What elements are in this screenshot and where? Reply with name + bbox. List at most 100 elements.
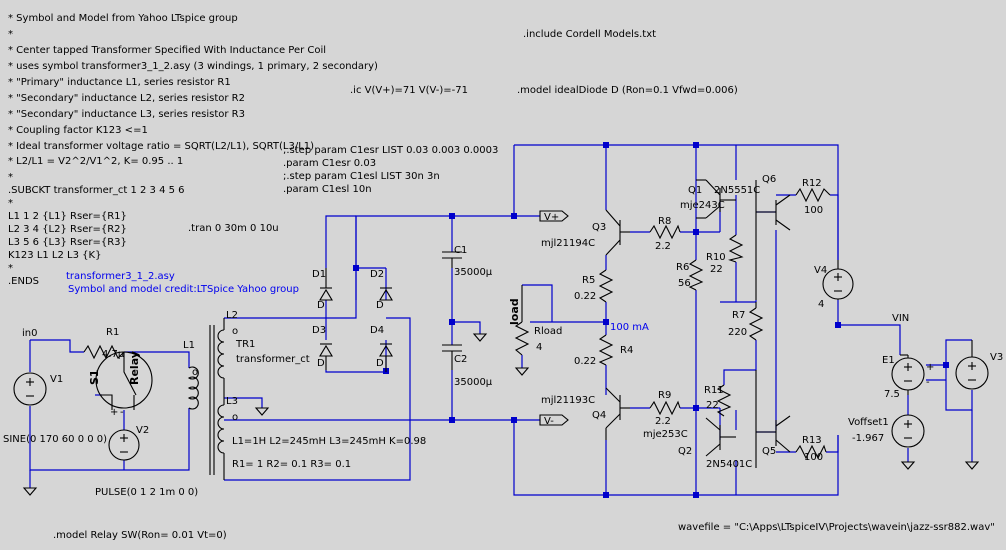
comment-line: L2 3 4 {L2} Rser={R2} xyxy=(8,224,127,235)
l3-label: L3 xyxy=(226,396,238,407)
q2-model: mje253C xyxy=(643,429,688,440)
dot-secondary: o xyxy=(232,412,238,423)
v4-value: 4 xyxy=(818,299,824,310)
q1-model: mje243C xyxy=(680,200,725,211)
comment-line: L1 1 2 {L1} Rser={R1} xyxy=(8,211,127,222)
resistor-r4[interactable] xyxy=(598,334,614,366)
voltage-source-v2[interactable] xyxy=(108,429,140,461)
ground-icon xyxy=(22,487,38,496)
transformer-name: transformer_ct xyxy=(236,354,310,365)
comment-line: .ENDS xyxy=(8,276,39,287)
c1-value: 35000μ xyxy=(454,267,493,278)
q5-model: 2N5401C xyxy=(706,459,752,470)
rload-label: Rload xyxy=(534,326,562,337)
symbol-credit: Symbol and model credit:LTSpice Yahoo gr… xyxy=(68,284,299,295)
v4-label: V4 xyxy=(814,265,827,276)
resistor-r7[interactable] xyxy=(748,302,764,341)
tran-directive: .tran 0 30m 0 10u xyxy=(188,223,279,234)
r13-value: 100 xyxy=(804,452,823,463)
tr1-label: TR1 xyxy=(235,339,255,350)
voltage-source-v4[interactable] xyxy=(822,260,854,300)
v2-value: PULSE(0 1 2 1m 0 0) xyxy=(95,487,198,498)
resistor-r12[interactable] xyxy=(795,187,831,203)
resistor-rload[interactable] xyxy=(514,285,530,356)
ground-icon xyxy=(964,461,980,470)
wavefile-directive: wavefile = "C:\Apps\LTspiceIV\Projects\w… xyxy=(678,522,995,533)
transistor-q3[interactable] xyxy=(605,209,630,256)
vminus-label: V- xyxy=(544,416,554,427)
v2-label: V2 xyxy=(136,425,149,436)
e1-plus: + xyxy=(926,362,934,373)
r8-value: 2.2 xyxy=(655,241,671,252)
s1-plus: + xyxy=(110,407,118,418)
d2-label: D2 xyxy=(370,269,384,280)
comment-line: * "Primary" inductance L1, series resist… xyxy=(8,77,231,88)
resistor-r11[interactable] xyxy=(716,384,732,417)
current-readout: 100 mA xyxy=(610,322,649,333)
r5-value: 0.22 xyxy=(574,291,596,302)
transistor-q6[interactable] xyxy=(755,180,791,300)
resistor-r9[interactable] xyxy=(649,400,681,416)
diode-d4[interactable] xyxy=(379,343,393,372)
s1-label: S1 xyxy=(88,369,101,385)
voffset1-value: -1.967 xyxy=(852,433,884,444)
e1-value: 7.5 xyxy=(884,389,900,400)
ic-directive: .ic V(V+)=71 V(V-)=-71 xyxy=(350,85,468,96)
include-directive: .include Cordell Models.txt xyxy=(523,29,656,40)
resistor-r1[interactable] xyxy=(83,344,125,360)
capacitor-c1[interactable] xyxy=(442,251,462,268)
comment-line: * xyxy=(8,172,13,183)
comment-line: .SUBCKT transformer_ct 1 2 3 4 5 6 xyxy=(8,185,185,196)
v1-label: V1 xyxy=(50,374,63,385)
r6-label: R6 xyxy=(676,262,689,273)
diode-d2[interactable] xyxy=(379,287,393,301)
resistor-r6[interactable] xyxy=(688,259,704,291)
spice-directives: .include Cordell Models.txt .ic V(V+)=71… xyxy=(53,29,995,541)
relay-label: Relay xyxy=(128,351,141,385)
resistor-r13[interactable] xyxy=(795,444,827,460)
controlled-source-e1[interactable] xyxy=(891,354,925,395)
q3-model: mjl21194C xyxy=(541,238,595,249)
r10-value: 22 xyxy=(710,264,723,275)
v1-value: SINE(0 170 60 0 0 0) xyxy=(3,434,107,445)
switch-s1[interactable] xyxy=(95,351,153,410)
net-label-in0: in0 xyxy=(22,328,37,339)
junction-nodes xyxy=(353,142,949,498)
voltage-source-voffset1[interactable] xyxy=(891,414,925,448)
r4-label: R4 xyxy=(620,345,633,356)
r9-value: 2.2 xyxy=(655,416,671,427)
c1-label: C1 xyxy=(454,245,467,256)
e1-minus: - xyxy=(926,377,930,388)
comment-line: * xyxy=(8,263,13,274)
resistor-r8[interactable] xyxy=(649,224,681,240)
q3-label: Q3 xyxy=(592,222,606,233)
transistor-q2[interactable] xyxy=(705,417,736,457)
resistor-r10[interactable] xyxy=(728,234,744,263)
r13-label: R13 xyxy=(802,435,822,446)
voltage-source-v1[interactable] xyxy=(13,372,47,406)
d4-model: D xyxy=(376,358,384,369)
diode-model-directive: .model idealDiode D (Ron=0.1 Vfwd=0.006) xyxy=(517,85,738,96)
transistor-q1[interactable] xyxy=(696,179,736,219)
q6-label: Q6 xyxy=(762,174,776,185)
d2-model: D xyxy=(376,300,384,311)
comment-line: K123 L1 L2 L3 {K} xyxy=(8,250,101,261)
relay-model-directive: .model Relay SW(Ron= 0.01 Vt=0) xyxy=(53,530,227,541)
diode-d1[interactable] xyxy=(319,268,333,301)
diode-d3[interactable] xyxy=(319,343,333,370)
transformer-tr1[interactable]: o o o xyxy=(188,318,238,480)
step-directive: ;.step param C1esl LIST 30n 3n xyxy=(283,171,440,182)
v3-label: V3 xyxy=(990,352,1003,363)
comment-line: * L2/L1 = V2^2/V1^2, K= 0.95 .. 1 xyxy=(8,156,183,167)
transformer-resistors: R1= 1 R2= 0.1 R3= 0.1 xyxy=(232,459,351,470)
comment-line: L3 5 6 {L3} Rser={R3} xyxy=(8,237,127,248)
transistor-q4[interactable] xyxy=(605,387,630,440)
capacitor-c2[interactable] xyxy=(442,344,462,370)
resistor-r5[interactable] xyxy=(598,269,614,303)
rload-value: 4 xyxy=(536,342,542,353)
voltage-source-v3[interactable] xyxy=(955,340,989,390)
l1-label: L1 xyxy=(183,340,195,351)
r12-value: 100 xyxy=(804,205,823,216)
transistor-q5[interactable] xyxy=(755,370,791,468)
